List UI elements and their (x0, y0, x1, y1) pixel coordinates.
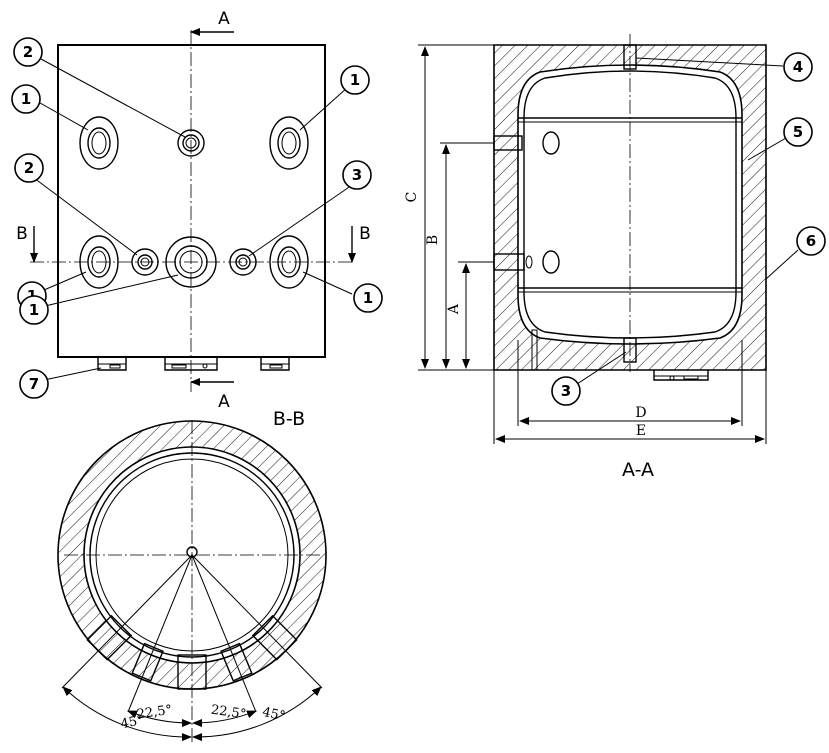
angle-right-outer: 45° (261, 705, 287, 724)
stub-right-45 (86, 614, 133, 661)
callout-3-section: 3 (551, 376, 581, 406)
section-b-label-right: B (359, 224, 371, 244)
callout-1-upper-left: 1 (11, 84, 41, 114)
callout-6: 6 (796, 226, 826, 256)
port-large-center (165, 236, 217, 288)
svg-text:1: 1 (350, 71, 360, 89)
svg-text:1: 1 (21, 90, 31, 108)
callout-1-lower-right: 1 (353, 283, 383, 313)
bracket-center (164, 357, 218, 371)
section-aa-title: A-A (622, 459, 654, 481)
callout-7: 7 (19, 369, 49, 399)
lower-sensor-window (542, 250, 560, 274)
port-lower-left (79, 235, 119, 289)
port-upper-left (79, 116, 119, 170)
callout-2-top: 2 (13, 37, 43, 67)
port-top-center (177, 129, 205, 157)
callout-1-upper-right: 1 (340, 65, 370, 95)
section-a-label-bottom: A (218, 392, 230, 412)
callout-3-front: 3 (342, 160, 372, 190)
svg-text:7: 7 (29, 375, 39, 393)
callout-4: 4 (783, 52, 813, 82)
port-lower-right (269, 235, 309, 289)
upper-sensor-window (542, 131, 560, 155)
stub-left-45 (251, 614, 298, 661)
callout-1-center: 1 (19, 295, 49, 325)
port-upper-right (269, 116, 309, 170)
angle-left-outer: 45° (119, 713, 145, 732)
section-a-label-top: A (218, 9, 230, 29)
svg-text:2: 2 (23, 43, 33, 61)
stub-left-22 (220, 642, 253, 682)
svg-text:5: 5 (793, 123, 803, 141)
dim-label-a: A (446, 303, 462, 315)
dim-label-e: E (636, 423, 646, 439)
svg-text:4: 4 (793, 58, 803, 76)
tank-inner-wall (523, 70, 737, 339)
port-small-right (229, 248, 257, 276)
angle-right-inner: 22,5° (210, 703, 247, 723)
svg-text:1: 1 (363, 289, 373, 307)
stub-0 (177, 654, 207, 690)
svg-text:2: 2 (24, 159, 34, 177)
callout-2-lower: 2 (14, 153, 44, 183)
bracket-right (260, 357, 290, 371)
callout-5: 5 (783, 117, 813, 147)
svg-text:6: 6 (806, 232, 816, 250)
svg-text:3: 3 (561, 382, 571, 400)
front-view-outline (57, 44, 326, 358)
stub-right-22 (131, 642, 164, 682)
bracket-section (653, 370, 709, 381)
insulation-ring (57, 420, 327, 690)
svg-text:3: 3 (352, 166, 362, 184)
top-nozzle (623, 44, 637, 70)
section-bb-view: B-B 22,5° 22,5° 45° 45° (57, 408, 327, 745)
dim-label-d: D (635, 405, 646, 421)
port-small-left (131, 248, 159, 276)
center-sensor (186, 546, 198, 558)
front-view: A A B B (16, 9, 371, 412)
dim-label-b: B (425, 235, 441, 245)
bottom-nozzle (623, 337, 637, 363)
section-b-label-left: B (16, 224, 28, 244)
bracket-left (97, 357, 127, 371)
angle-left-inner: 22,5° (136, 703, 173, 723)
section-aa-view: C B A D E A-A (404, 34, 799, 481)
dim-label-c: C (404, 192, 420, 203)
svg-text:1: 1 (29, 301, 39, 319)
section-bb-title: B-B (273, 408, 305, 430)
